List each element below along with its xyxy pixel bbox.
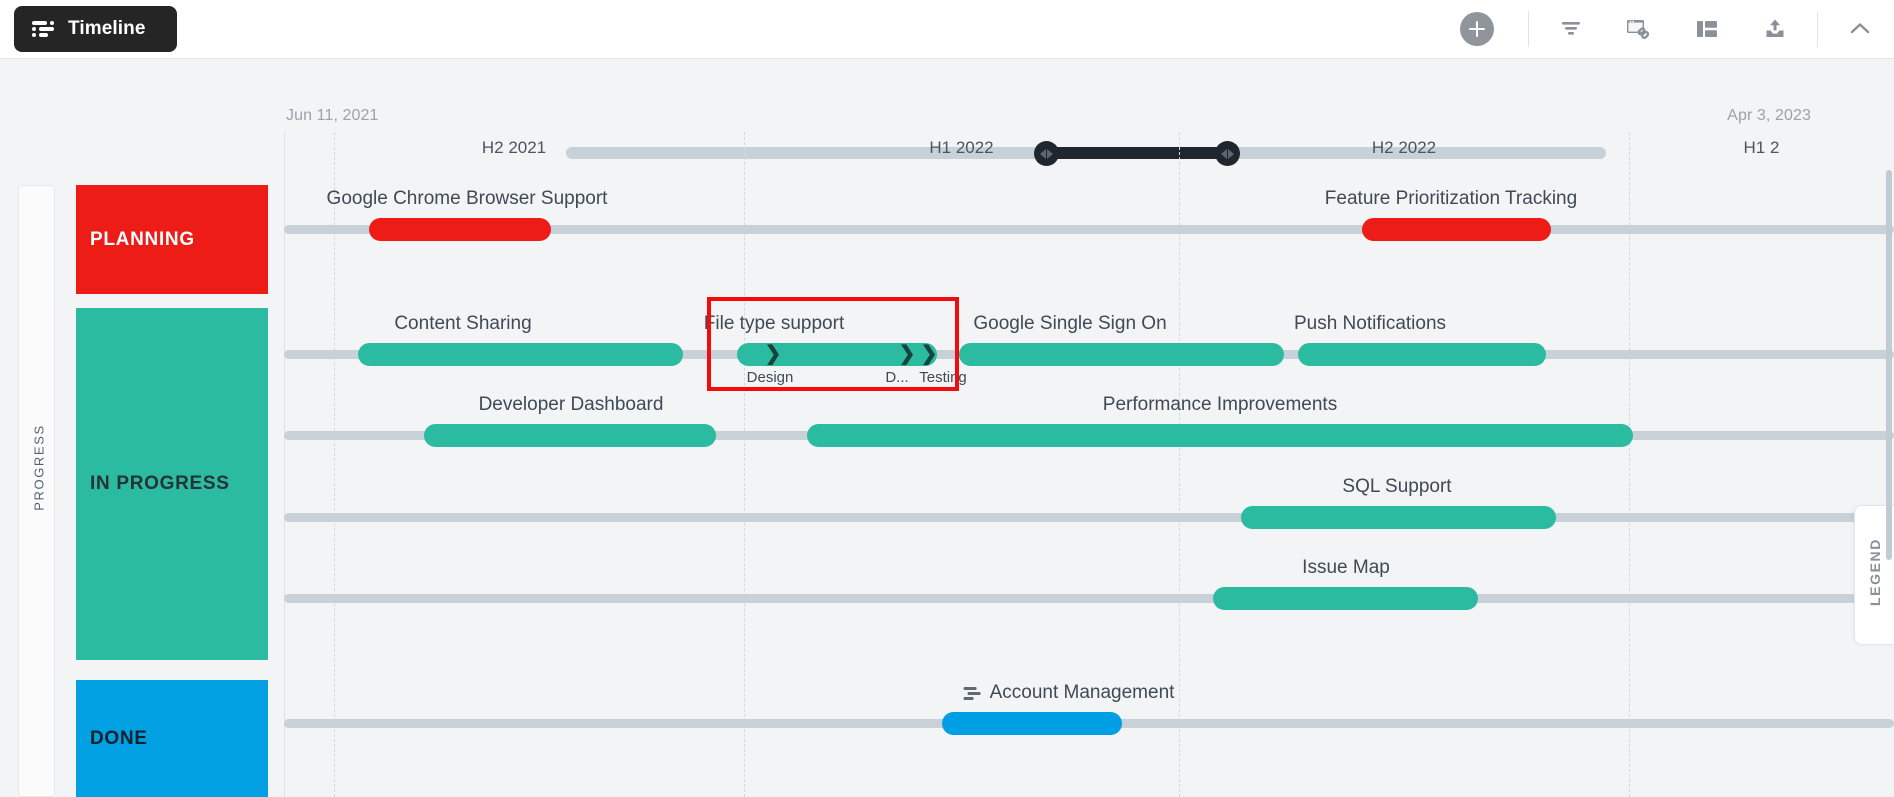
task-bar[interactable] [807,424,1633,447]
timeline-view-label: Timeline [68,18,146,39]
toolbar-divider-2 [1817,11,1818,47]
task-label[interactable]: SQL Support [1342,476,1452,497]
timescale-period: H1 2 [1743,137,1780,157]
collapse-button[interactable] [1826,0,1894,59]
layout-grid-icon [1697,21,1717,37]
milestone-label: Testing [919,369,967,386]
task-bar[interactable] [959,343,1284,366]
timescale-period: H2 2022 [1371,137,1437,157]
toolbar-divider-1 [1528,11,1529,47]
range-slider-selection[interactable] [1046,147,1227,159]
task-label[interactable]: Push Notifications [1293,313,1447,334]
timeline-small-icon [963,686,981,700]
task-row: Issue Map [284,557,1894,610]
task-label[interactable]: Feature Prioritization Tracking [1324,188,1578,209]
task-label[interactable]: Performance Improvements [1102,394,1338,415]
task-bar[interactable] [358,343,683,366]
chevron-up-icon [1850,23,1870,34]
range-slider-zone [0,59,1894,166]
progress-rail: PROGRESS [18,185,55,797]
swimlane-done-label: DONE [90,727,148,749]
timescale-period: H2 2021 [481,137,547,157]
task-label-text: Account Management [989,682,1175,703]
range-slider-handle-left[interactable] [1034,141,1059,166]
task-label[interactable]: Developer Dashboard [478,394,664,415]
task-label[interactable]: Issue Map [1302,557,1390,578]
window-link-icon [1627,20,1650,39]
task-row-track [284,594,1894,603]
swimlane-done[interactable]: DONE [76,680,268,797]
task-bar[interactable] [369,218,551,241]
task-label[interactable]: File type support [703,313,845,334]
timescale-header: H2 2021 H1 2022 H2 2022 H1 2 [284,130,1894,165]
resize-handle-icon [1040,148,1053,159]
task-row: Developer Dashboard Performance Improveme… [284,394,1894,447]
filter-icon [1562,22,1580,35]
upload-icon [1766,19,1784,37]
gridline [1629,132,1630,797]
task-bar[interactable] [942,712,1122,735]
gantt-chart-area: Google Chrome Browser Support Feature Pri… [284,165,1894,797]
swimlane-in-progress[interactable]: IN PROGRESS [76,308,268,660]
task-label[interactable]: Google Single Sign On [973,313,1167,334]
task-bar[interactable] [1362,218,1551,241]
gridline [744,132,745,797]
gridline [1179,132,1180,797]
plus-icon[interactable] [1460,12,1494,46]
task-bar[interactable] [1298,343,1546,366]
add-button-wrap [1434,12,1520,46]
layout-button[interactable] [1673,0,1741,59]
timescale-period: H1 2022 [929,137,994,157]
export-button[interactable] [1741,0,1809,59]
swimlane-planning[interactable]: PLANNING [76,185,268,294]
task-row: Google Chrome Browser Support Feature Pri… [284,188,1894,241]
swimlane-planning-label: PLANNING [90,228,195,250]
task-label[interactable]: Google Chrome Browser Support [326,188,608,209]
task-label[interactable]: Content Sharing [394,313,532,334]
legend-tab-label: LEGEND [1867,538,1883,606]
swimlane-in-progress-label: IN PROGRESS [90,473,230,494]
task-bar[interactable] [737,343,937,366]
timeline-view-button[interactable]: Timeline [14,6,177,52]
task-bar[interactable] [1213,587,1478,610]
resize-handle-icon [1221,148,1234,159]
task-label[interactable]: Account Management [963,682,1175,704]
filter-button[interactable] [1537,0,1605,59]
task-row-track [284,513,1894,522]
milestone-label: D... [885,369,909,386]
task-row-track [284,225,1894,234]
task-row: SQL Support [284,476,1894,529]
task-row: Account Management [284,682,1894,735]
gridline [284,132,285,797]
range-slider-handle-right[interactable] [1215,141,1240,166]
task-bar[interactable] [1241,506,1556,529]
range-start-date: Jun 11, 2021 [286,107,379,124]
task-bar[interactable] [424,424,716,447]
progress-rail-label: PROGRESS [31,424,47,511]
toolbar-actions [1434,0,1894,59]
gridline [334,132,335,797]
share-link-button[interactable] [1605,0,1673,59]
timeline-icon [32,21,54,37]
milestone-label: Design [746,369,794,386]
vertical-scrollbar[interactable] [1886,170,1892,560]
range-end-date: Apr 3, 2023 [1727,107,1811,124]
top-toolbar: Timeline [0,0,1894,59]
